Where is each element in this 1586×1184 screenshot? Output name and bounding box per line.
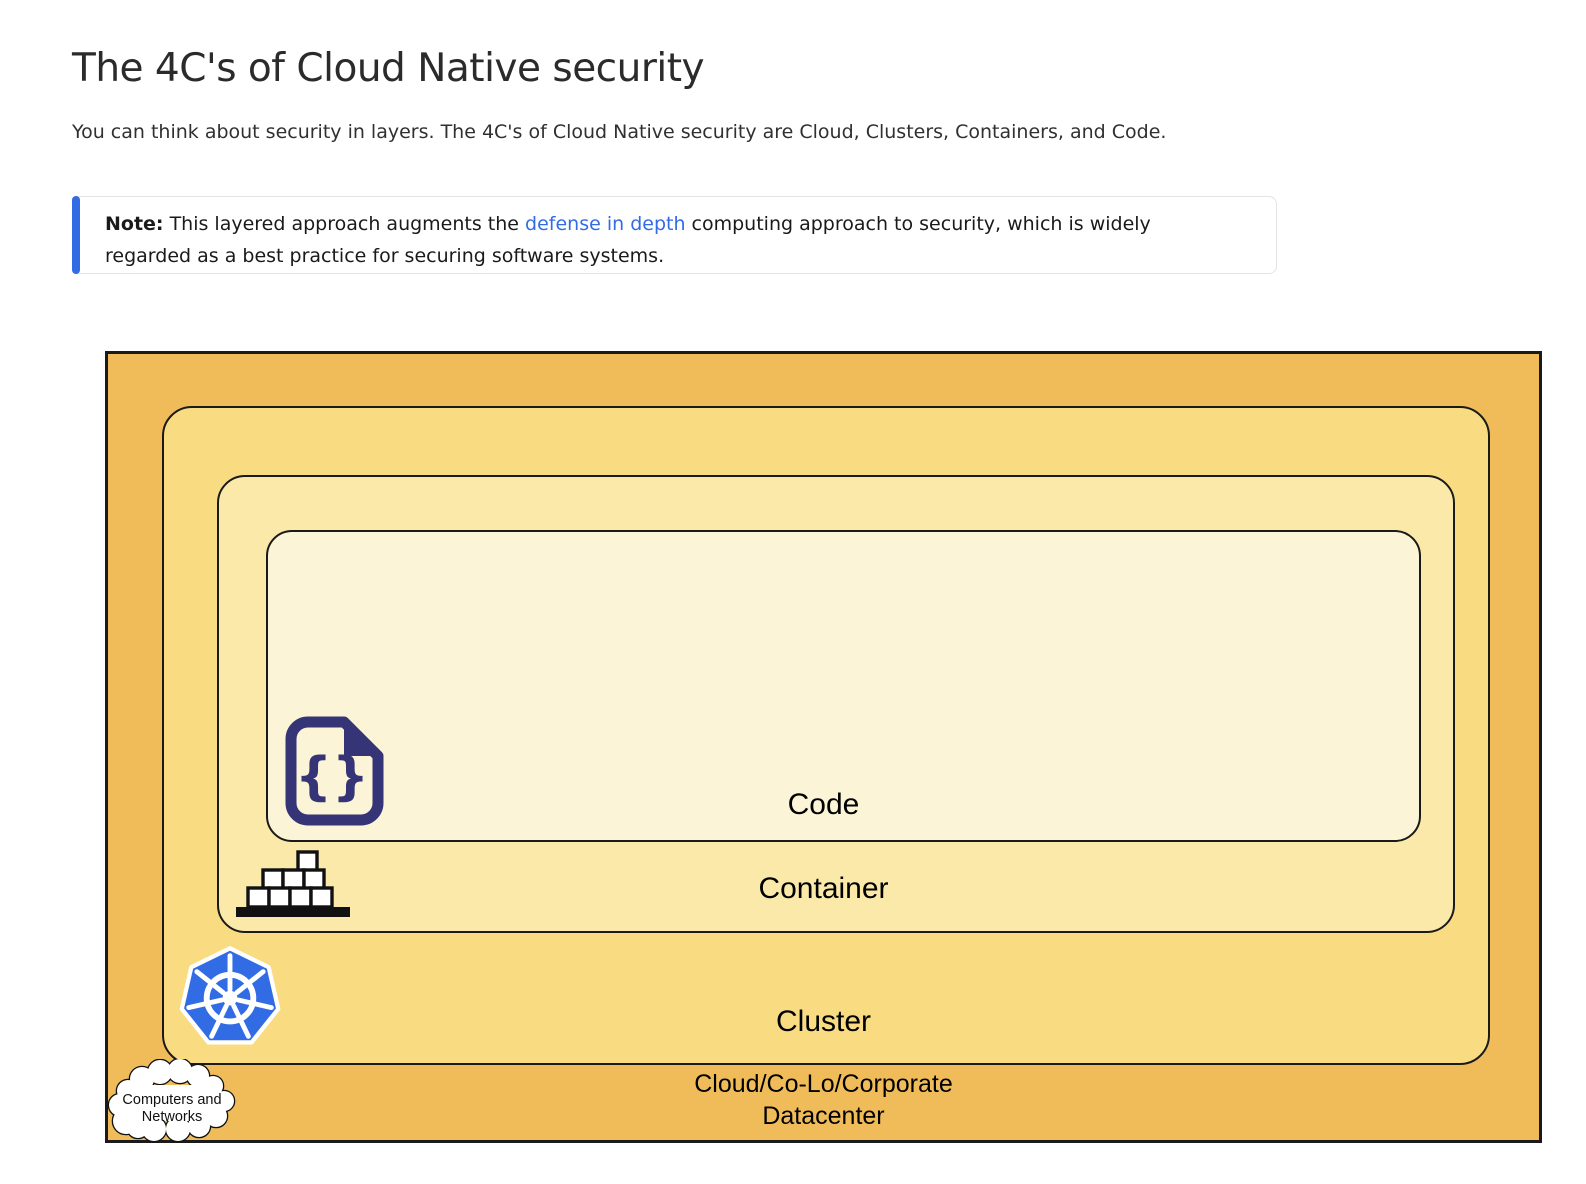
code-layer <box>266 530 1421 842</box>
note-text: Note: This layered approach augments the… <box>73 197 1213 272</box>
braces-glyph: {} <box>295 747 369 807</box>
cloud-layer-label-line2: Datacenter <box>762 1102 885 1130</box>
intro-paragraph: You can think about security in layers. … <box>72 121 1167 143</box>
note-label: Note: <box>105 213 164 235</box>
note-text-before-link: This layered approach augments the <box>163 213 526 235</box>
four-c-security-diagram: Code Container Cluster Cloud/Co-Lo/Corpo… <box>105 351 1542 1143</box>
cloud-layer-label: Cloud/Co-Lo/Corporate Datacenter <box>105 1068 1542 1132</box>
container-stack-icon <box>236 850 350 917</box>
cluster-layer-label: Cluster <box>775 1005 872 1038</box>
note-accent-bar <box>72 196 80 274</box>
container-layer-label: Container <box>758 872 889 905</box>
note-callout: Note: This layered approach augments the… <box>72 196 1277 274</box>
page-title: The 4C's of Cloud Native security <box>72 46 705 91</box>
code-document-icon: {} <box>285 716 384 826</box>
kubernetes-helm-icon <box>179 946 281 1045</box>
cloud-bubble-line1: Computers and <box>122 1092 221 1108</box>
code-layer-label: Code <box>787 788 860 821</box>
defense-in-depth-link[interactable]: defense in depth <box>525 213 686 235</box>
note-text-after-link: computing approach to security, which is… <box>105 213 1151 267</box>
computers-networks-cloud-icon: Computers and Networks <box>107 1059 236 1143</box>
cloud-bubble-line2: Networks <box>142 1109 202 1125</box>
cloud-layer-label-line1: Cloud/Co-Lo/Corporate <box>694 1070 953 1098</box>
